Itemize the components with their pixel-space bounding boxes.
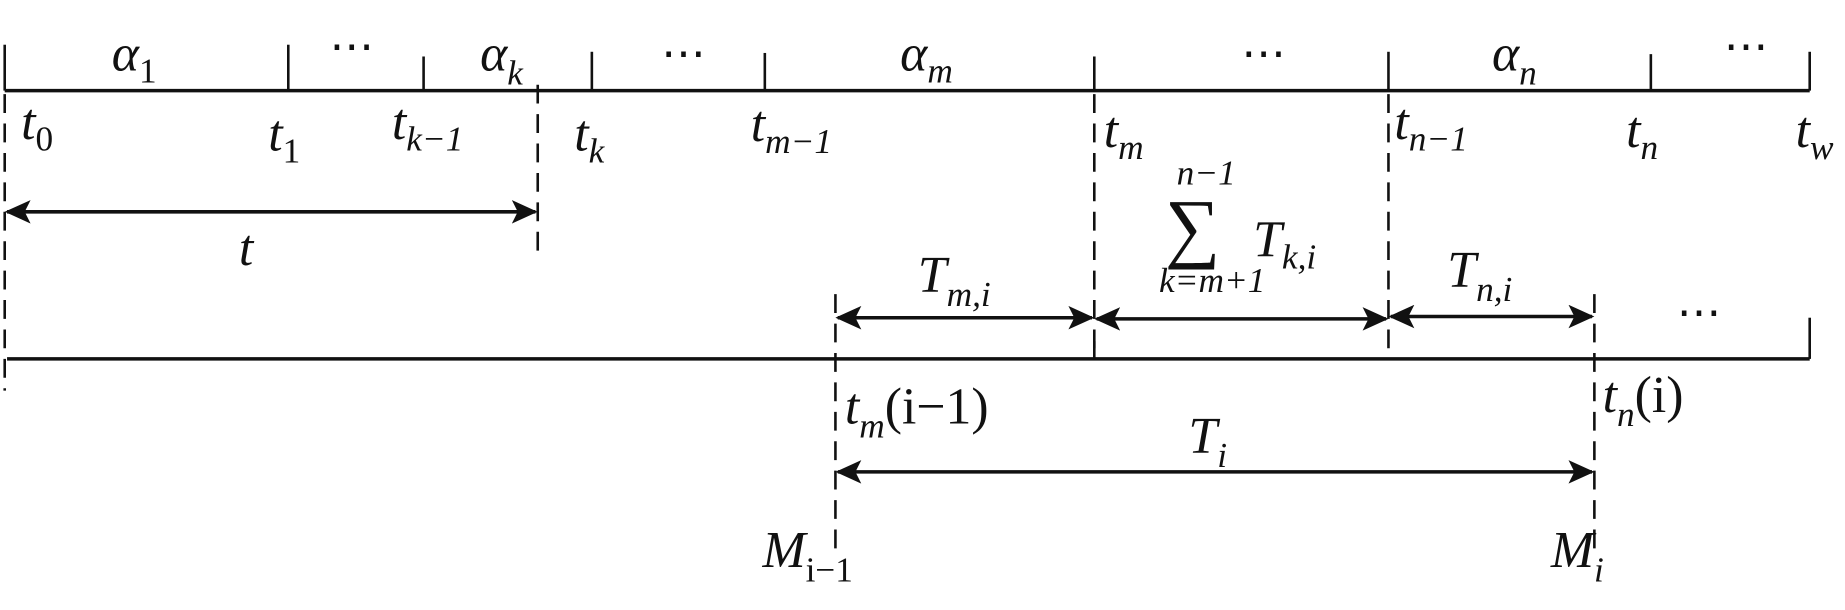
top-timeline xyxy=(3,44,1811,93)
label-t1: t1 xyxy=(268,106,300,171)
label-tn-i: Tn,i xyxy=(1447,242,1512,309)
label-t0: t0 xyxy=(21,94,53,159)
segment-dots: ⋯ xyxy=(329,21,374,71)
segment-alpha-m: αm xyxy=(900,26,953,91)
segment-labels: α1 ⋯ αk ⋯ αm ⋯ αn ⋯ xyxy=(112,21,1769,93)
segment-dots: ⋯ xyxy=(1241,28,1286,78)
segment-dots: ⋯ xyxy=(661,28,706,78)
label-tn: tn xyxy=(1626,102,1658,167)
label-m-prev: Mi−1 xyxy=(761,522,852,589)
segment-alpha-k: αk xyxy=(480,26,524,93)
label-tm: tm xyxy=(1104,102,1144,167)
sum-label: n−1 ∑ Tk,i k=m+1 xyxy=(1159,154,1316,300)
label-tw: tw xyxy=(1796,102,1834,167)
segment-alpha-1: α1 xyxy=(112,26,157,91)
label-tm-i: Tm,i xyxy=(918,247,991,314)
label-tn-1: tn−1 xyxy=(1394,94,1468,159)
label-tk-1: tk−1 xyxy=(392,94,464,159)
sum-term: Tk,i xyxy=(1253,212,1316,277)
sum-symbol: ∑ xyxy=(1165,184,1220,270)
segment-alpha-n: αn xyxy=(1492,26,1537,93)
segment-dots: ⋯ xyxy=(1724,21,1769,71)
time-point-labels: t0 t1 tk−1 tk tm−1 tm tn−1 tn tw xyxy=(21,94,1834,171)
label-tn-i-point: tn(i) xyxy=(1603,367,1684,434)
elapsed-label: t xyxy=(239,220,255,277)
label-tm-i-1: tm(i−1) xyxy=(845,379,989,446)
label-m-curr: Mi xyxy=(1550,522,1604,589)
label-ti: Ti xyxy=(1188,408,1227,475)
interval-dots: ⋯ xyxy=(1677,287,1722,337)
label-tk: tk xyxy=(574,106,605,171)
label-tm-1: tm−1 xyxy=(751,96,832,161)
sum-upper: n−1 xyxy=(1177,154,1236,193)
sum-lower: k=m+1 xyxy=(1159,261,1265,300)
